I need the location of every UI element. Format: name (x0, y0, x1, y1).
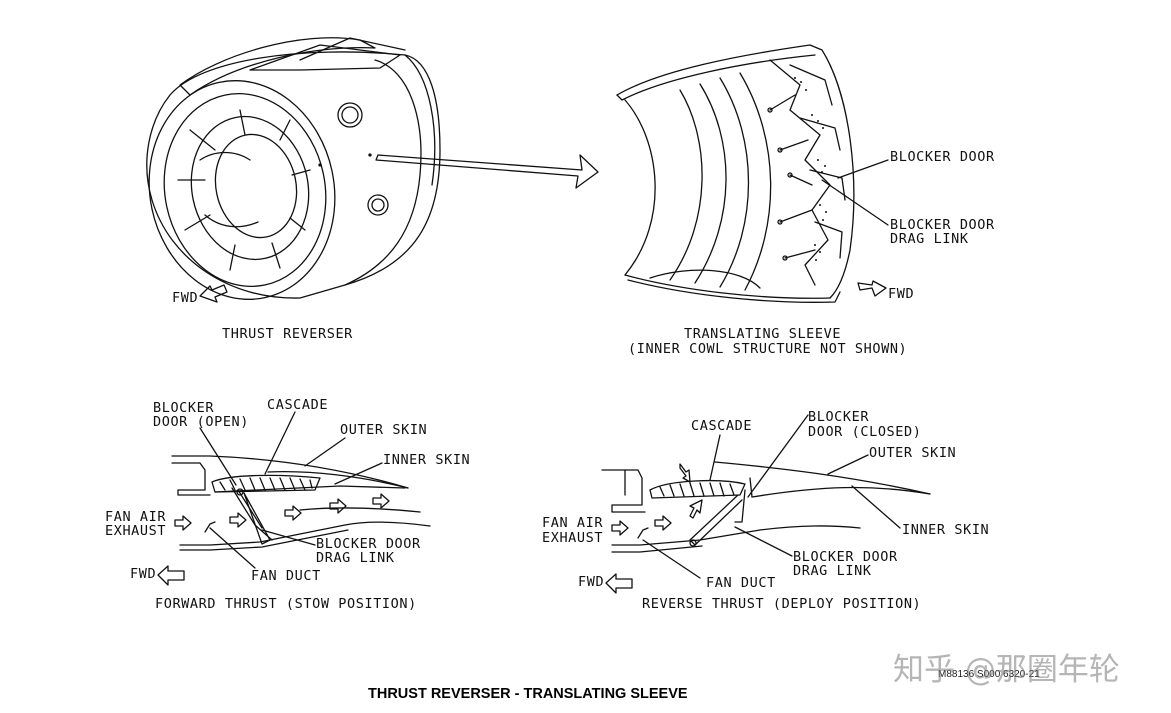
fan-air-exhaust-right-line2: EXHAUST (542, 530, 604, 546)
watermark: 知乎 @那圈年轮 (893, 652, 1120, 688)
drag-link-left-line2: DRAG LINK (316, 550, 395, 566)
fwd-label-bottom-right: FWD (578, 574, 605, 590)
drag-link-right-line1: BLOCKER DOOR (793, 549, 898, 565)
outer-skin-label-right: OUTER SKIN (869, 445, 957, 461)
forward-thrust-section (157, 411, 431, 586)
inner-skin-label-right: INNER SKIN (902, 522, 990, 538)
drag-link-label-line2: DRAG LINK (890, 231, 969, 247)
inner-skin-label-left: INNER SKIN (383, 452, 471, 468)
fan-air-exhaust-right-line1: FAN AIR (542, 515, 604, 531)
blocker-door-open-line2: DOOR (OPEN) (153, 414, 250, 430)
fwd-arrow-icon (199, 284, 228, 303)
fan-duct-label-left: FAN DUCT (251, 568, 321, 584)
drag-link-left-line1: BLOCKER DOOR (316, 536, 421, 552)
forward-thrust-caption: FORWARD THRUST (STOW POSITION) (155, 596, 417, 612)
fwd-label-top-left: FWD (172, 290, 199, 306)
drag-link-label-line1: BLOCKER DOOR (890, 217, 995, 233)
translating-sleeve-caption-note: (INNER COWL STRUCTURE NOT SHOWN) (628, 341, 908, 357)
blocker-door-closed-line1: BLOCKER (808, 409, 870, 425)
reverse-thrust-section (601, 414, 931, 594)
fwd-label-top-right: FWD (888, 286, 915, 302)
thrust-reverser-caption: THRUST REVERSER (222, 326, 353, 342)
fan-air-exhaust-left-line1: FAN AIR (105, 509, 167, 525)
blocker-door-closed-line2: DOOR (CLOSED) (808, 424, 922, 440)
cascade-label-left: CASCADE (267, 397, 329, 413)
drag-link-right-line2: DRAG LINK (793, 563, 872, 579)
translating-sleeve-caption: TRANSLATING SLEEVE (684, 326, 842, 342)
fan-air-exhaust-left-line2: EXHAUST (105, 523, 167, 539)
pointer-arrow (375, 154, 599, 189)
fan-duct-label-right: FAN DUCT (706, 575, 776, 591)
figure-title: THRUST REVERSER - TRANSLATING SLEEVE (368, 686, 688, 702)
blocker-door-open-line1: BLOCKER (153, 400, 215, 416)
outer-skin-label-left: OUTER SKIN (340, 422, 428, 438)
document-number: M88136 S000 6320-21 (938, 669, 1040, 680)
blocker-door-label: BLOCKER DOOR (890, 149, 995, 165)
fwd-label-bottom-left: FWD (130, 566, 157, 582)
cascade-label-right: CASCADE (691, 418, 753, 434)
translating-sleeve-drawing (616, 44, 889, 303)
fwd-arrow-icon (857, 280, 887, 297)
reverse-thrust-caption: REVERSE THRUST (DEPLOY POSITION) (642, 596, 922, 612)
thrust-reverser-nacelle-drawing (146, 37, 441, 300)
